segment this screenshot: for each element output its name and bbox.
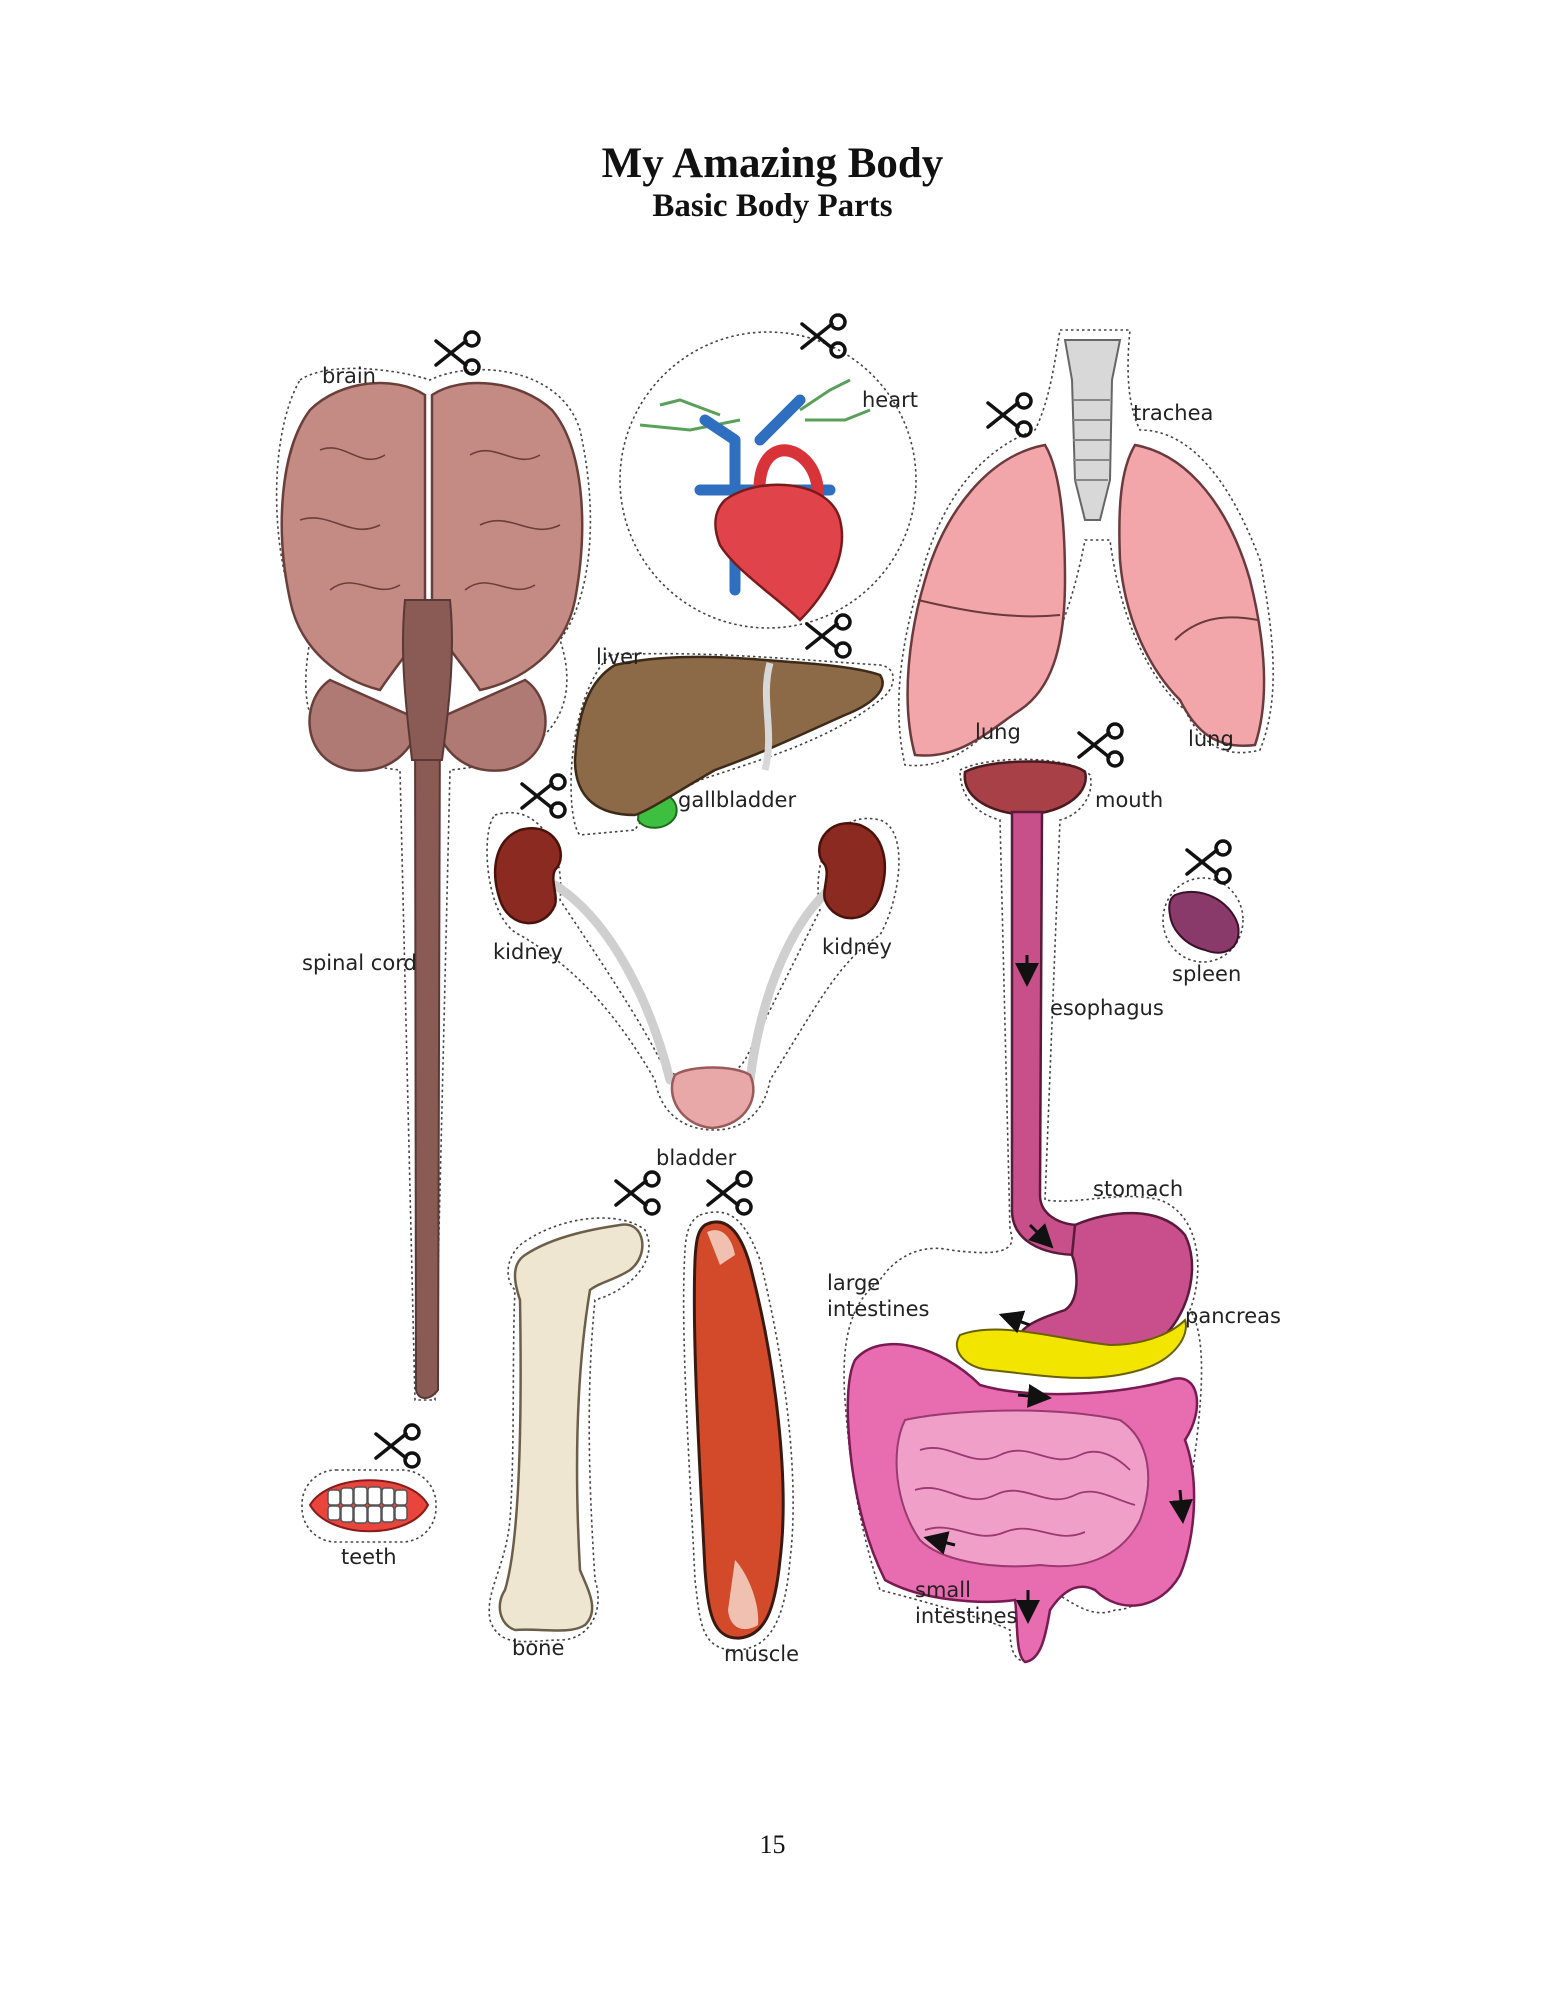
mouth	[963, 760, 1087, 817]
urinary-cutout[interactable]	[486, 812, 900, 1131]
kidney-left-label: kidney	[493, 940, 563, 964]
scissors-icon	[520, 773, 567, 819]
heart-cut-line	[619, 331, 917, 629]
ureter-left	[550, 880, 675, 1085]
small-intestines-label-line2: intestines	[915, 1604, 1017, 1628]
stomach-label: stomach	[1093, 1177, 1183, 1201]
pancreas	[955, 1318, 1187, 1379]
heart-vessels-green	[639, 378, 871, 432]
lung-lobe-lines	[917, 599, 1259, 641]
scissors-icon	[374, 1423, 421, 1469]
bone	[498, 1223, 644, 1632]
kidney-right-label: kidney	[822, 935, 892, 959]
trachea-label: trachea	[1133, 401, 1213, 425]
tendon-top	[707, 1230, 735, 1265]
pancreas-label: pancreas	[1185, 1304, 1281, 1328]
teeth-cutout[interactable]	[301, 1469, 437, 1543]
gallbladder-label: gallbladder	[678, 788, 796, 812]
brain-label: brain	[322, 364, 376, 388]
lungs-cutout[interactable]	[897, 329, 1274, 767]
scissors-icon	[706, 1170, 753, 1216]
urinary-cut-line	[486, 812, 900, 1131]
page-number: 15	[759, 1830, 786, 1859]
brain-right-hemisphere	[430, 381, 584, 692]
page-title: My Amazing Body	[601, 140, 944, 187]
brain-folds	[299, 447, 561, 591]
bladder	[670, 1066, 755, 1130]
heart	[714, 483, 844, 622]
lung-right	[1118, 443, 1266, 748]
scissors-icon	[1077, 722, 1124, 768]
mouth-label: mouth	[1095, 788, 1163, 812]
spleen	[1168, 890, 1240, 954]
heart-label: heart	[862, 388, 918, 412]
muscle	[692, 1220, 785, 1640]
muscle-cutout[interactable]	[682, 1211, 794, 1651]
small-intestine-coils	[914, 1447, 1136, 1537]
digestive-cutout[interactable]	[843, 758, 1203, 1664]
page-subtitle: Basic Body Parts	[652, 188, 893, 224]
spinal-cord-label: spinal cord	[302, 951, 417, 975]
brain-cutout[interactable]	[275, 367, 592, 1401]
scissors-icon	[614, 1170, 661, 1216]
brain-left-hemisphere	[280, 381, 427, 692]
muscle-label: muscle	[724, 1642, 799, 1666]
spleen-cut-line	[1162, 877, 1244, 963]
lung-left-label: lung	[975, 720, 1021, 744]
scissors-icon	[434, 330, 481, 376]
ureter-right	[745, 880, 840, 1085]
liver-cut-line	[570, 652, 894, 836]
liver-ligament	[761, 662, 774, 771]
kidney-right	[818, 822, 887, 920]
trachea-rings	[1073, 399, 1110, 481]
scissors-icon	[986, 392, 1033, 438]
tendon-bottom	[728, 1560, 759, 1630]
teeth-cut-line	[301, 1469, 437, 1543]
scissors-icon	[805, 613, 852, 659]
bone-cut-line	[488, 1217, 650, 1643]
large-intestines-label-line2: intestines	[827, 1297, 929, 1321]
vein	[694, 394, 836, 596]
spleen-label: spleen	[1172, 962, 1241, 986]
flow-arrows	[923, 955, 1193, 1624]
lung-left	[906, 443, 1067, 757]
liver-label: liver	[596, 645, 642, 669]
trachea	[1063, 339, 1122, 521]
small-intestine	[895, 1409, 1150, 1568]
bone-label: bone	[512, 1636, 564, 1660]
brainstem	[401, 599, 453, 761]
liver	[573, 655, 884, 817]
bone-cutout[interactable]	[488, 1217, 650, 1643]
small-intestines-label-line1: small	[915, 1578, 971, 1602]
scissors-icon	[1185, 839, 1232, 885]
liver-cutout[interactable]	[570, 652, 894, 836]
bladder-label: bladder	[656, 1146, 737, 1170]
teeth-row	[327, 1486, 408, 1524]
spleen-cutout[interactable]	[1162, 877, 1244, 963]
lung-right-label: lung	[1188, 727, 1234, 751]
large-intestines-label-line1: large	[827, 1271, 880, 1295]
lungs-cut-line	[897, 329, 1274, 767]
spinal-cord	[413, 699, 442, 1400]
teeth-label: teeth	[341, 1545, 397, 1569]
esophagus-label: esophagus	[1050, 996, 1164, 1020]
kidney-left	[493, 827, 562, 925]
heart-cutout[interactable]	[619, 331, 917, 629]
